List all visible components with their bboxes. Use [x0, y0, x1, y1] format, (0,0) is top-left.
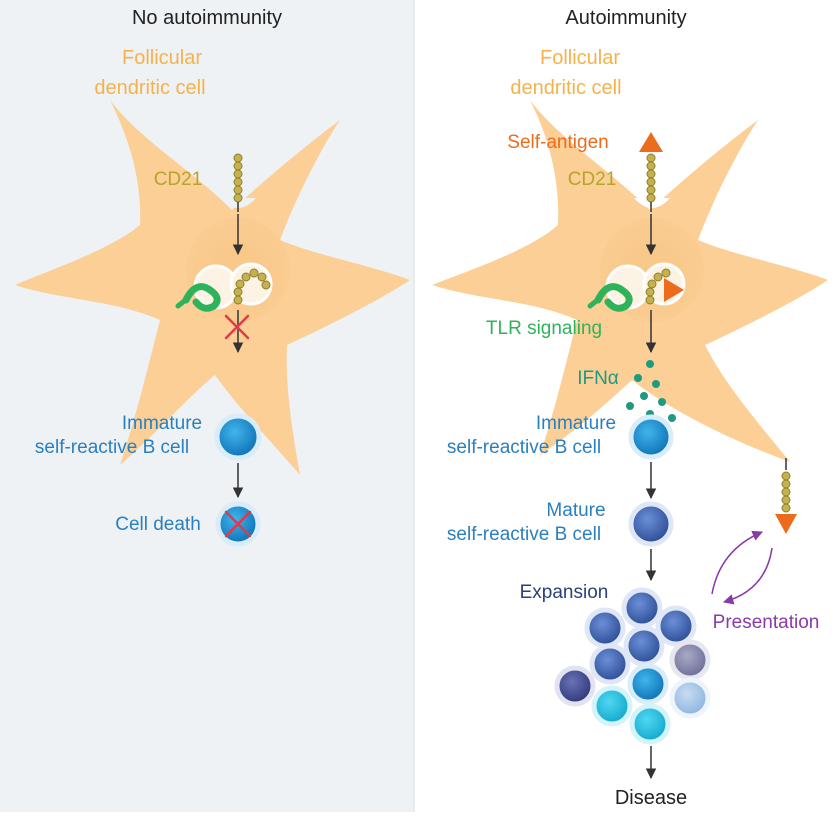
expansion-label: Expansion [520, 582, 609, 603]
cluster-b-cell [623, 625, 665, 667]
block-x-icon [224, 314, 250, 340]
right-internal-antigen-icon [664, 278, 684, 302]
left-immature-b-cell [214, 413, 262, 461]
cluster-b-cell [554, 665, 596, 707]
cluster-b-cell [669, 677, 711, 719]
right-panel: Autoimmunity Follicular [432, 7, 828, 809]
mature-b-cell [628, 501, 674, 547]
right-membrane-notch [634, 198, 670, 208]
right-cd21-chain [646, 153, 656, 203]
presented-cd21-chain [781, 471, 791, 513]
left-cell-label-line1: Follicular [122, 47, 202, 69]
cluster-b-cell [669, 639, 711, 681]
cluster-b-cell [591, 685, 633, 727]
disease-label: Disease [615, 787, 687, 809]
left-panel: No autoimmunity [15, 7, 410, 547]
left-immature-label-line1: Immature [122, 413, 202, 434]
right-tlr-tail [587, 295, 603, 309]
right-immature-b-cell [628, 414, 674, 460]
self-antigen-label: Self-antigen [507, 132, 608, 153]
cluster-b-cell [584, 607, 626, 649]
presented-antigen-icon [775, 514, 797, 534]
left-immature-label-line2: self-reactive B cell [35, 437, 189, 458]
cluster-b-cell [621, 587, 663, 629]
left-cd21-chain [233, 153, 243, 203]
expanded-b-cell-cluster [554, 587, 711, 745]
right-immature-label-line1: Immature [536, 413, 616, 434]
cell-death-x-icon [224, 510, 252, 538]
left-tlr-hook [182, 283, 221, 312]
cluster-b-cell [589, 643, 631, 685]
right-cd21-internal-chain [645, 268, 671, 305]
right-cell-label-line1: Follicular [540, 47, 620, 69]
ifn-label: IFNα [577, 368, 619, 389]
presentation-arrow-up [711, 530, 763, 595]
cluster-b-cell [655, 605, 697, 647]
left-cell-death-label: Cell death [115, 514, 201, 535]
right-cd21-label: CD21 [568, 169, 617, 190]
right-immature-label-line2: self-reactive B cell [447, 437, 601, 458]
right-panel-title: Autoimmunity [565, 7, 686, 29]
tlr-signaling-label: TLR signaling [486, 318, 602, 339]
left-cell-label-line2: dendritic cell [94, 77, 205, 99]
presentation-label: Presentation [713, 612, 820, 633]
presentation-arrow-down [722, 547, 773, 605]
cluster-b-cell [627, 663, 669, 705]
left-cd21-internal-chain [233, 268, 271, 305]
left-cd21-label: CD21 [154, 169, 203, 190]
right-cell-label-line2: dendritic cell [510, 77, 621, 99]
left-tlr-tail [175, 295, 191, 309]
mature-label-line1: Mature [546, 500, 605, 521]
mature-label-line2: self-reactive B cell [447, 524, 601, 545]
left-panel-title: No autoimmunity [132, 7, 282, 29]
right-tlr-hook [594, 283, 633, 312]
left-panel-background [0, 0, 414, 812]
self-antigen-icon [639, 132, 663, 152]
cluster-b-cell [629, 703, 671, 745]
